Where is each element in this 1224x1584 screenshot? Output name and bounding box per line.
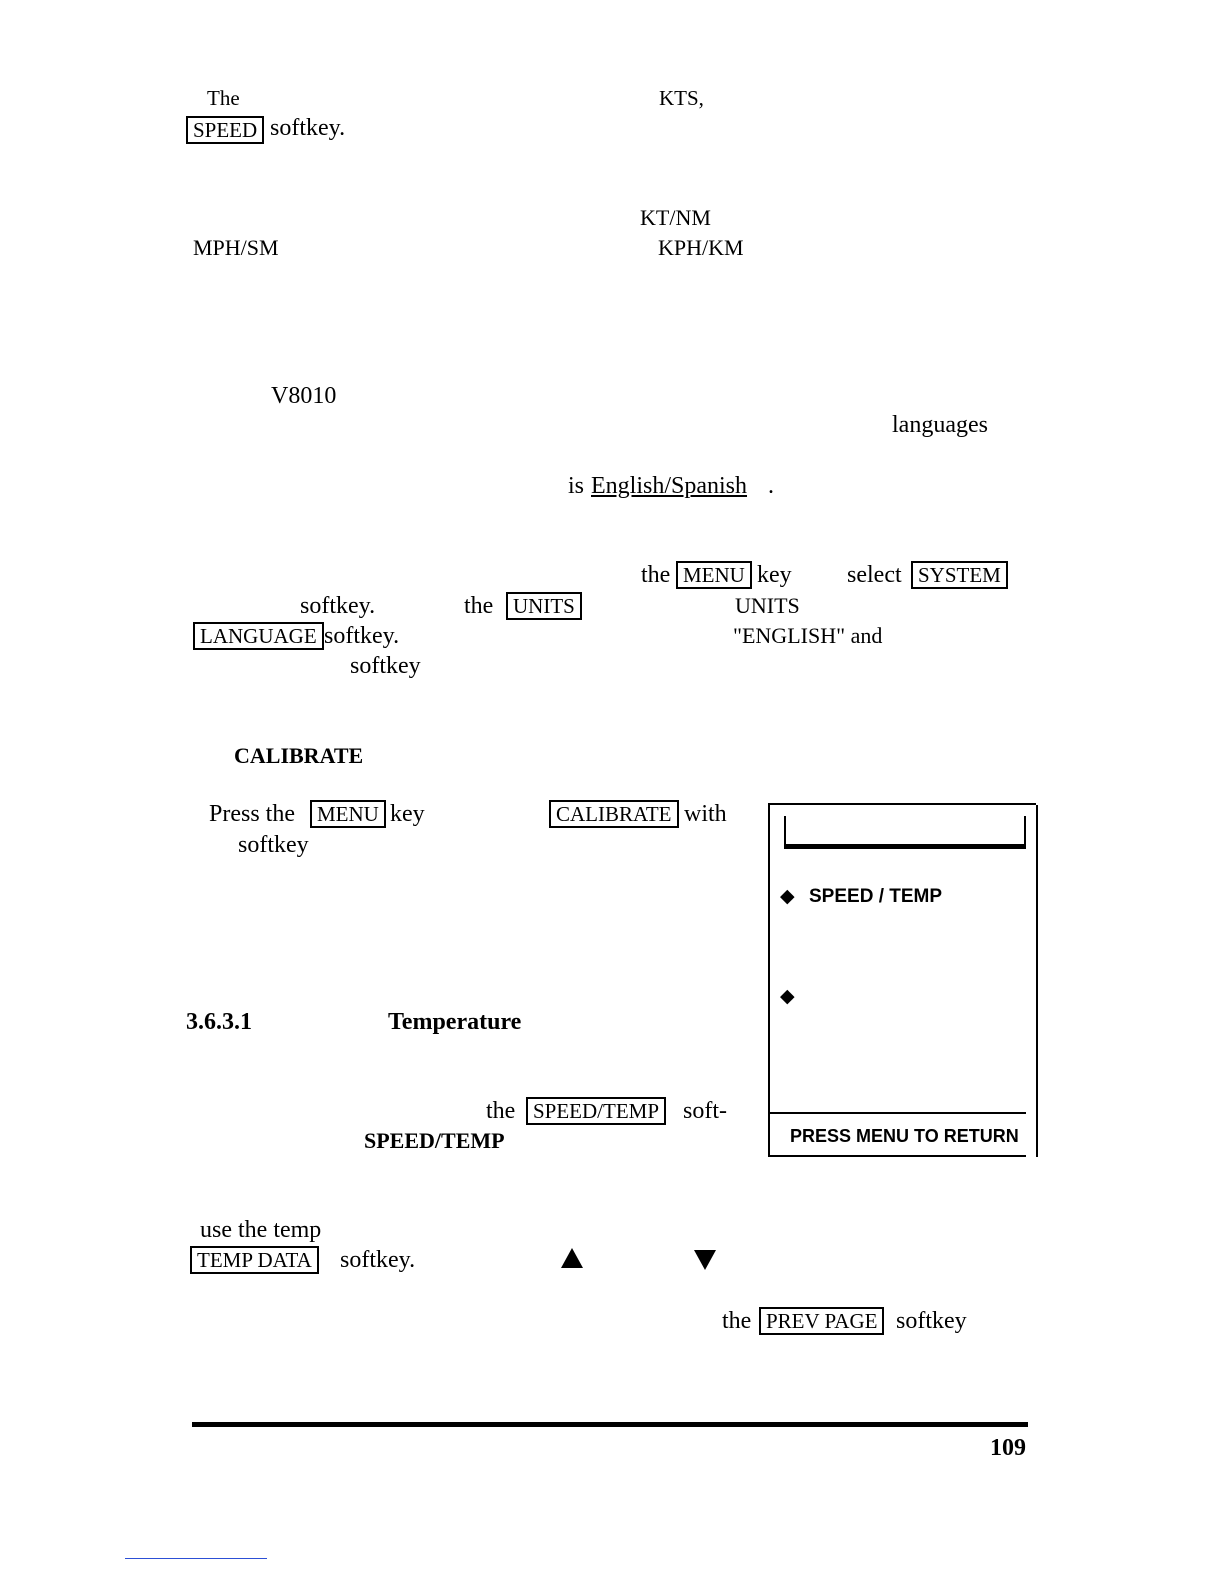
- steps-the-2: the: [464, 593, 494, 619]
- calibrate-screen-illustration: [768, 805, 1038, 1157]
- screen-item-speed-temp: SPEED / TEMP: [809, 886, 943, 907]
- para1-softkey: softkey.: [270, 115, 346, 141]
- tempdata-use-the: use the temp: [200, 1217, 322, 1243]
- default-language-period: .: [768, 473, 774, 499]
- diamond-arrow-icon: ◆: [780, 886, 795, 907]
- steps-softkey-2: softkey.: [324, 623, 400, 649]
- speedtemp-the: the: [486, 1098, 516, 1124]
- calibrate-key-label: CALIBRATE: [549, 800, 679, 828]
- unit-mph-sm: MPH/SM: [193, 235, 279, 260]
- footer-rule: [192, 1422, 1028, 1427]
- diamond-arrow-icon: ◆: [780, 986, 795, 1007]
- languages-word: languages: [892, 412, 988, 438]
- default-language: English/Spanish: [591, 473, 748, 499]
- para1-kts: KTS,: [659, 86, 704, 110]
- speedtemp-soft: soft-: [683, 1098, 727, 1124]
- model-number: V8010: [271, 383, 337, 409]
- prevpage-softkey: softkey: [896, 1308, 967, 1334]
- section-number: 3.6.3.1: [186, 1009, 252, 1035]
- steps-softkey-3: softkey: [350, 653, 421, 679]
- section-title: Temperature: [388, 1009, 522, 1035]
- steps-the-1: the: [641, 562, 671, 588]
- units-word: UNITS: [735, 593, 800, 618]
- units-key-label: UNITS: [506, 592, 582, 620]
- screen-title-bar: [784, 816, 1026, 849]
- system-key-label: SYSTEM: [911, 561, 1008, 589]
- para1-the: The: [207, 86, 240, 110]
- down-arrow-icon: [694, 1250, 716, 1270]
- prevpage-key-label: PREV PAGE: [759, 1307, 885, 1335]
- english-and: "ENGLISH" and: [733, 623, 883, 648]
- steps-key: key: [757, 562, 792, 588]
- menu-key-label: MENU: [676, 561, 752, 589]
- screen-footer: PRESS MENU TO RETURN: [790, 1126, 1019, 1146]
- default-language-prefix: is: [568, 473, 585, 499]
- screen-bottom-border: [768, 1155, 1026, 1157]
- prevpage-the: the: [722, 1308, 752, 1334]
- screen-separator: [768, 1112, 1026, 1114]
- speedtemp-key-label: SPEED/TEMP: [526, 1097, 667, 1125]
- language-key-label: LANGUAGE: [193, 622, 324, 650]
- calibrate-menu-key-label: MENU: [310, 800, 386, 828]
- page-number: 109: [990, 1435, 1026, 1461]
- up-arrow-icon: [561, 1248, 583, 1268]
- screen-top-border: [768, 803, 1036, 805]
- speedtemp-label: SPEED/TEMP: [364, 1128, 505, 1153]
- tempdata-key-label: TEMP DATA: [190, 1246, 319, 1274]
- calibrate-with: with: [684, 801, 727, 827]
- calibrate-press-the: Press the: [209, 801, 295, 827]
- calibrate-heading: CALIBRATE: [234, 743, 364, 768]
- speed-softkey-label: SPEED: [186, 116, 265, 144]
- tempdata-softkey: softkey.: [340, 1247, 416, 1273]
- calibrate-softkey: softkey: [238, 832, 309, 858]
- unit-kt-nm: KT/NM: [640, 205, 711, 230]
- steps-select: select: [847, 562, 902, 588]
- steps-softkey-1: softkey.: [300, 593, 376, 619]
- unit-kph-km: KPH/KM: [658, 235, 744, 260]
- calibrate-key: key: [390, 801, 425, 827]
- footer-link-line: [125, 1558, 267, 1559]
